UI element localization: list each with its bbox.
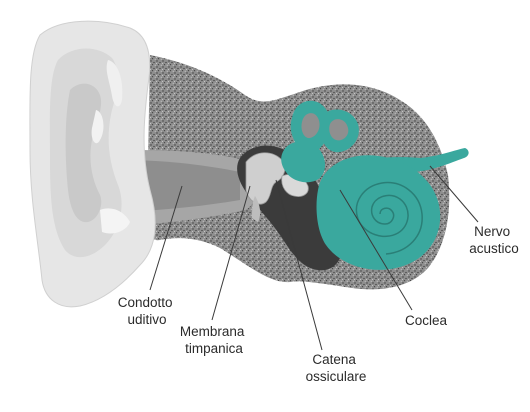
leader-ossicles (275, 179, 323, 351)
inner-ear (281, 100, 469, 270)
label-nerve: Nervo acustico (469, 224, 519, 256)
labels: Condotto uditivo Membrana timpanica Cate… (118, 224, 519, 384)
leader-nerve (429, 165, 479, 223)
auricle (29, 20, 156, 308)
leader-cochlea (339, 189, 413, 311)
label-ossicles: Catena ossiculare (306, 352, 367, 384)
label-eardrum: Membrana timpanica (180, 324, 248, 356)
leader-lines (149, 165, 479, 351)
label-cochlea: Coclea (405, 313, 448, 328)
cochlea-shape (316, 155, 441, 270)
leader-ear-canal (149, 185, 183, 291)
label-ear-canal: Condotto uditivo (118, 295, 177, 327)
leader-eardrum (211, 185, 251, 321)
